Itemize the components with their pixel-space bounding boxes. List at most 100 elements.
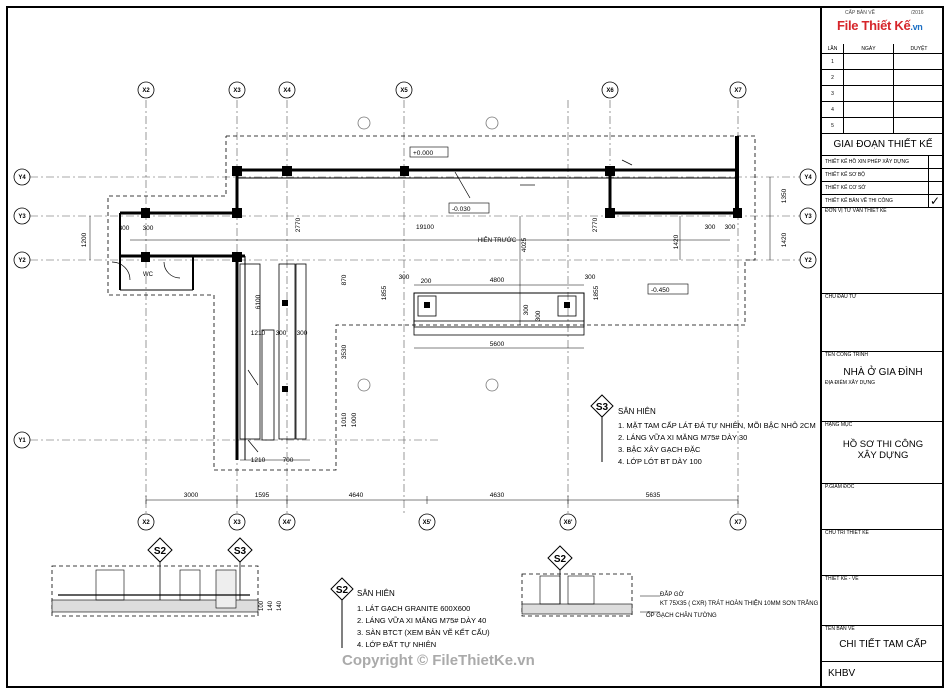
dim-bottom-5: 5635 (646, 492, 661, 499)
rev-row-2: 2 (822, 70, 944, 86)
level-markers: +0.000 -0.030 -0.450 (409, 146, 689, 295)
dashed-boundary (107, 135, 756, 471)
drawing-frame (6, 6, 944, 688)
brand-meta-right: /2016 (911, 10, 924, 16)
s3-line-4: 4. LỚP LÓT BT DÀY 100 (618, 457, 702, 466)
section-dim-3: 100 (259, 600, 265, 611)
grid-label-top-1: X2 (142, 88, 150, 94)
dim-1420-a: 1420 (781, 232, 788, 247)
grid-label-bottom-5: X6' (564, 520, 573, 526)
s2-line-4: 4. LỚP ĐẤT TỰ NHIÊN (357, 639, 436, 649)
grid-label-right-2: Y3 (804, 214, 812, 220)
grid-label-top-2: X3 (233, 88, 241, 94)
s3-title: SÂN HIÊN (618, 407, 656, 416)
dim-300-c: 300 (705, 224, 716, 231)
dim-1855-b: 1855 (593, 285, 600, 300)
section-tag-1: S2 (154, 546, 167, 557)
phase-4: THIẾT KẾ BẢN VẼ THI CÔNG (822, 195, 944, 208)
detail-note-3: ỐP GẠCH CHÂN TƯỜNG (646, 612, 717, 619)
s2-line-3: 3. SÀN BTCT (XEM BẢN VẼ KẾT CẤU) (357, 627, 490, 637)
brand-name: File Thiết Kế.vn (837, 18, 923, 33)
dim-1200: 1200 (81, 232, 88, 247)
grid-label-top-4: X5 (400, 88, 408, 94)
dim-300-f: 300 (585, 274, 596, 281)
grid-bubbles-top (137, 81, 747, 99)
wc-label: WC (143, 272, 154, 278)
walls (119, 136, 739, 460)
dim-1210-a: 1210 (251, 330, 266, 337)
dim-2770-b: 2770 (592, 217, 599, 232)
rev-row-3: 3 (822, 86, 944, 102)
drawing-name: CHI TIẾT TAM CẤP (839, 639, 927, 650)
rev-num-5: 5 (822, 118, 844, 134)
phase-check-icon: ✓ (930, 194, 941, 208)
doors (111, 159, 633, 453)
dim-5600: 5600 (490, 341, 505, 348)
brand-logo: CẤP BẢN VẼ /2016 (823, 8, 943, 42)
rev-num-1: 1 (822, 54, 844, 70)
rev-header-3: DUYỆT (910, 46, 928, 52)
grid-label-bottom-6: X7 (734, 520, 742, 526)
dim-700: 700 (283, 457, 294, 464)
s2-line-2: 2. LÁNG VỮA XI MĂNG M75# DÀY 40 (357, 616, 486, 625)
s2-tag: S2 (336, 585, 349, 596)
hall-label: HIÊN TRƯỚC (478, 236, 517, 244)
rev-row-4: 4 (822, 102, 944, 118)
s3-line-1: 1. MẶT TAM CẤP LÁT ĐÁ TỰ NHIÊN, MÕI BẬC … (618, 420, 816, 430)
rev-num-2: 2 (822, 70, 844, 86)
location-label: ĐỊA ĐIỂM XÂY DỰNG (825, 380, 876, 386)
dim-6100: 6100 (255, 294, 262, 309)
consultant-label: ĐƠN VỊ TƯ VẤN THIẾT KẾ (822, 208, 944, 294)
dim-300-e: 300 (399, 274, 410, 281)
brand-suffix: .vn (910, 22, 923, 32)
s2-title: SÂN HIÊN (357, 589, 395, 598)
dim-200: 200 (421, 278, 432, 285)
dim-300-i: 300 (523, 304, 530, 315)
dim-870: 870 (341, 274, 348, 285)
section-dim-2: 140 (277, 600, 283, 611)
dim-4800: 4800 (490, 277, 505, 284)
rev-row-1: 1 (822, 54, 944, 70)
section-detail-left: S2 S3 140 140 100 (51, 537, 283, 617)
rev-num-3: 3 (822, 86, 844, 102)
dim-bottom-1: 3000 (184, 492, 199, 499)
dim-300-b: 300 (143, 225, 154, 232)
detail-note-1: ĐẮP GỜ (660, 590, 684, 598)
item-name-2: XÂY DỰNG (857, 450, 909, 461)
grid-label-left-1: Y4 (18, 175, 26, 181)
grid-label-top-6: X7 (734, 88, 742, 94)
dim-1010: 1010 (341, 412, 348, 427)
rev-header-1: LẦN (822, 44, 844, 54)
brand-text: File Thiết Kế (837, 18, 911, 33)
grid-label-bottom-3: X4' (283, 520, 292, 526)
dimension-texts: 3000 1595 4640 4630 5635 19100 4800 5600… (119, 224, 736, 499)
grid-label-right-1: Y4 (804, 175, 812, 181)
project-label: TÊN CÔNG TRÌNH (825, 352, 868, 358)
level-1: -0.030 (452, 206, 471, 213)
project-name: NHÀ Ở GIA ĐÌNH (843, 367, 923, 378)
s3-line-2: 2. LÁNG VỮA XI MĂNG M75# DÀY 30 (618, 433, 747, 442)
dim-300-d: 300 (725, 224, 736, 231)
dim-bottom-3: 4640 (349, 492, 364, 499)
title-block: LẦN NGÀY DUYỆT 1 2 3 4 5 GIAI ĐOẠN THIẾT… (820, 6, 944, 688)
grid-label-left-2: Y3 (18, 214, 26, 220)
grid-label-left-4: Y1 (18, 438, 26, 444)
sheet-code: KHBV (828, 668, 856, 679)
dim-2770-a: 2770 (295, 217, 302, 232)
grid-label-right-3: Y2 (804, 258, 812, 264)
section-tag-3: S2 (554, 554, 567, 565)
s2-callout: S2 SÂN HIÊN 1. LÁT GẠCH GRANITE 600X600 … (330, 577, 490, 649)
dim-4025: 4025 (521, 237, 528, 252)
dim-1210-b: 1210 (251, 457, 266, 464)
section-dim-1: 140 (268, 600, 274, 611)
dim-300-j: 300 (535, 310, 542, 321)
section-detail-right: S2 ĐẮP GỜ KT 75X35 ( CXR) TRÁT HOÀN THIỆ… (521, 545, 819, 619)
dim-1350: 1350 (781, 188, 788, 203)
phase-3: THIẾT KẾ CƠ SỞ (822, 182, 944, 195)
rev-header-row: LẦN NGÀY DUYỆT (822, 44, 944, 54)
grid-bubbles-side (13, 168, 817, 449)
dim-300-a: 300 (119, 225, 130, 232)
grid-label-top-3: X4 (283, 88, 291, 94)
floor-plan-drawing: X2 X3 X4 X5 X6 X7 X2 X3 X4' X5' X6' X7 Y… (13, 81, 819, 649)
phase-title: GIAI ĐOẠN THIẾT KẾ (822, 134, 944, 156)
